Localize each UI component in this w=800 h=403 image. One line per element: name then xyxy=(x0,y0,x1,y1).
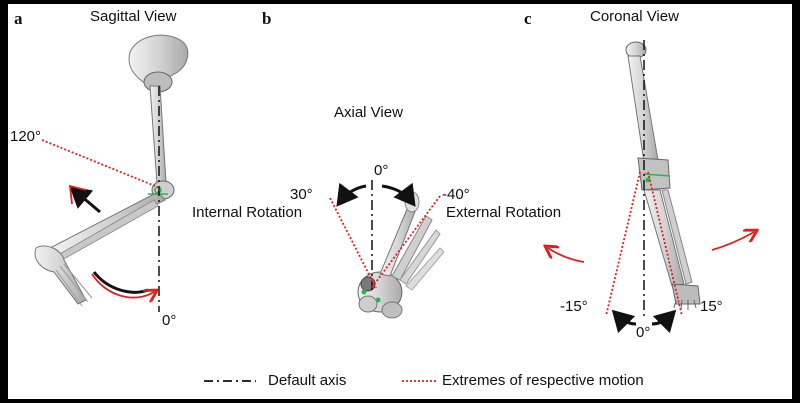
panel-b-angle-zero: 0° xyxy=(374,162,389,179)
panel-c-left-extreme-line xyxy=(605,171,641,317)
diagram-canvas xyxy=(34,34,792,382)
panel-b-angle-left: 30° xyxy=(290,186,313,203)
panel-c-letter: c xyxy=(524,9,532,28)
panel-c-skeleton xyxy=(625,41,701,311)
panel-a-title: Sagittal View xyxy=(90,8,177,25)
panel-a-angle-max: 120° xyxy=(10,128,42,145)
panel-a-letter: a xyxy=(14,9,23,28)
panel-b-letter: b xyxy=(262,9,272,28)
panel-a-return-arrow xyxy=(92,271,149,294)
panel-c-angle-right: 15° xyxy=(700,298,723,315)
panel-b-internal-arrow xyxy=(336,182,367,207)
panel-b-internal-rotation-label: Internal Rotation xyxy=(192,204,303,221)
legend-default-axis-label: Default axis xyxy=(268,372,347,389)
figure-frame: a Sagittal View 120° 0° b Axial View 0° … xyxy=(8,4,792,399)
panel-c-red-arrow-left xyxy=(548,248,585,263)
panel-a-skeleton xyxy=(34,34,189,307)
panel-b-internal-extreme-line xyxy=(329,197,377,289)
panel-a-red-arrow-up xyxy=(68,184,87,205)
panel-c-right-arrow xyxy=(651,309,677,334)
panel-c-right-extreme-line xyxy=(647,171,683,317)
panel-b-external-extreme-line xyxy=(369,195,441,291)
panel-b-external-rotation-label: External Rotation xyxy=(446,204,562,221)
panel-a-red-arrow-down xyxy=(91,273,154,298)
panel-c-left-arrow xyxy=(611,309,637,334)
legend-extremes-label: Extremes of respective motion xyxy=(442,372,644,389)
panel-b-title: Axial View xyxy=(334,104,403,121)
panel-b-angle-right: -40° xyxy=(442,186,470,203)
panel-c-red-arrow-right xyxy=(711,232,754,251)
panel-c-title: Coronal View xyxy=(590,8,679,25)
panel-c-angle-zero: 0° xyxy=(636,324,651,341)
panel-a-angle-zero: 0° xyxy=(162,312,177,329)
panel-c-angle-left: -15° xyxy=(560,298,588,315)
panel-a-flexion-arrow xyxy=(69,186,101,214)
panel-b-external-arrow xyxy=(381,182,416,207)
panel-a-extreme-line xyxy=(41,139,161,189)
panel-b-skeleton xyxy=(357,191,445,319)
